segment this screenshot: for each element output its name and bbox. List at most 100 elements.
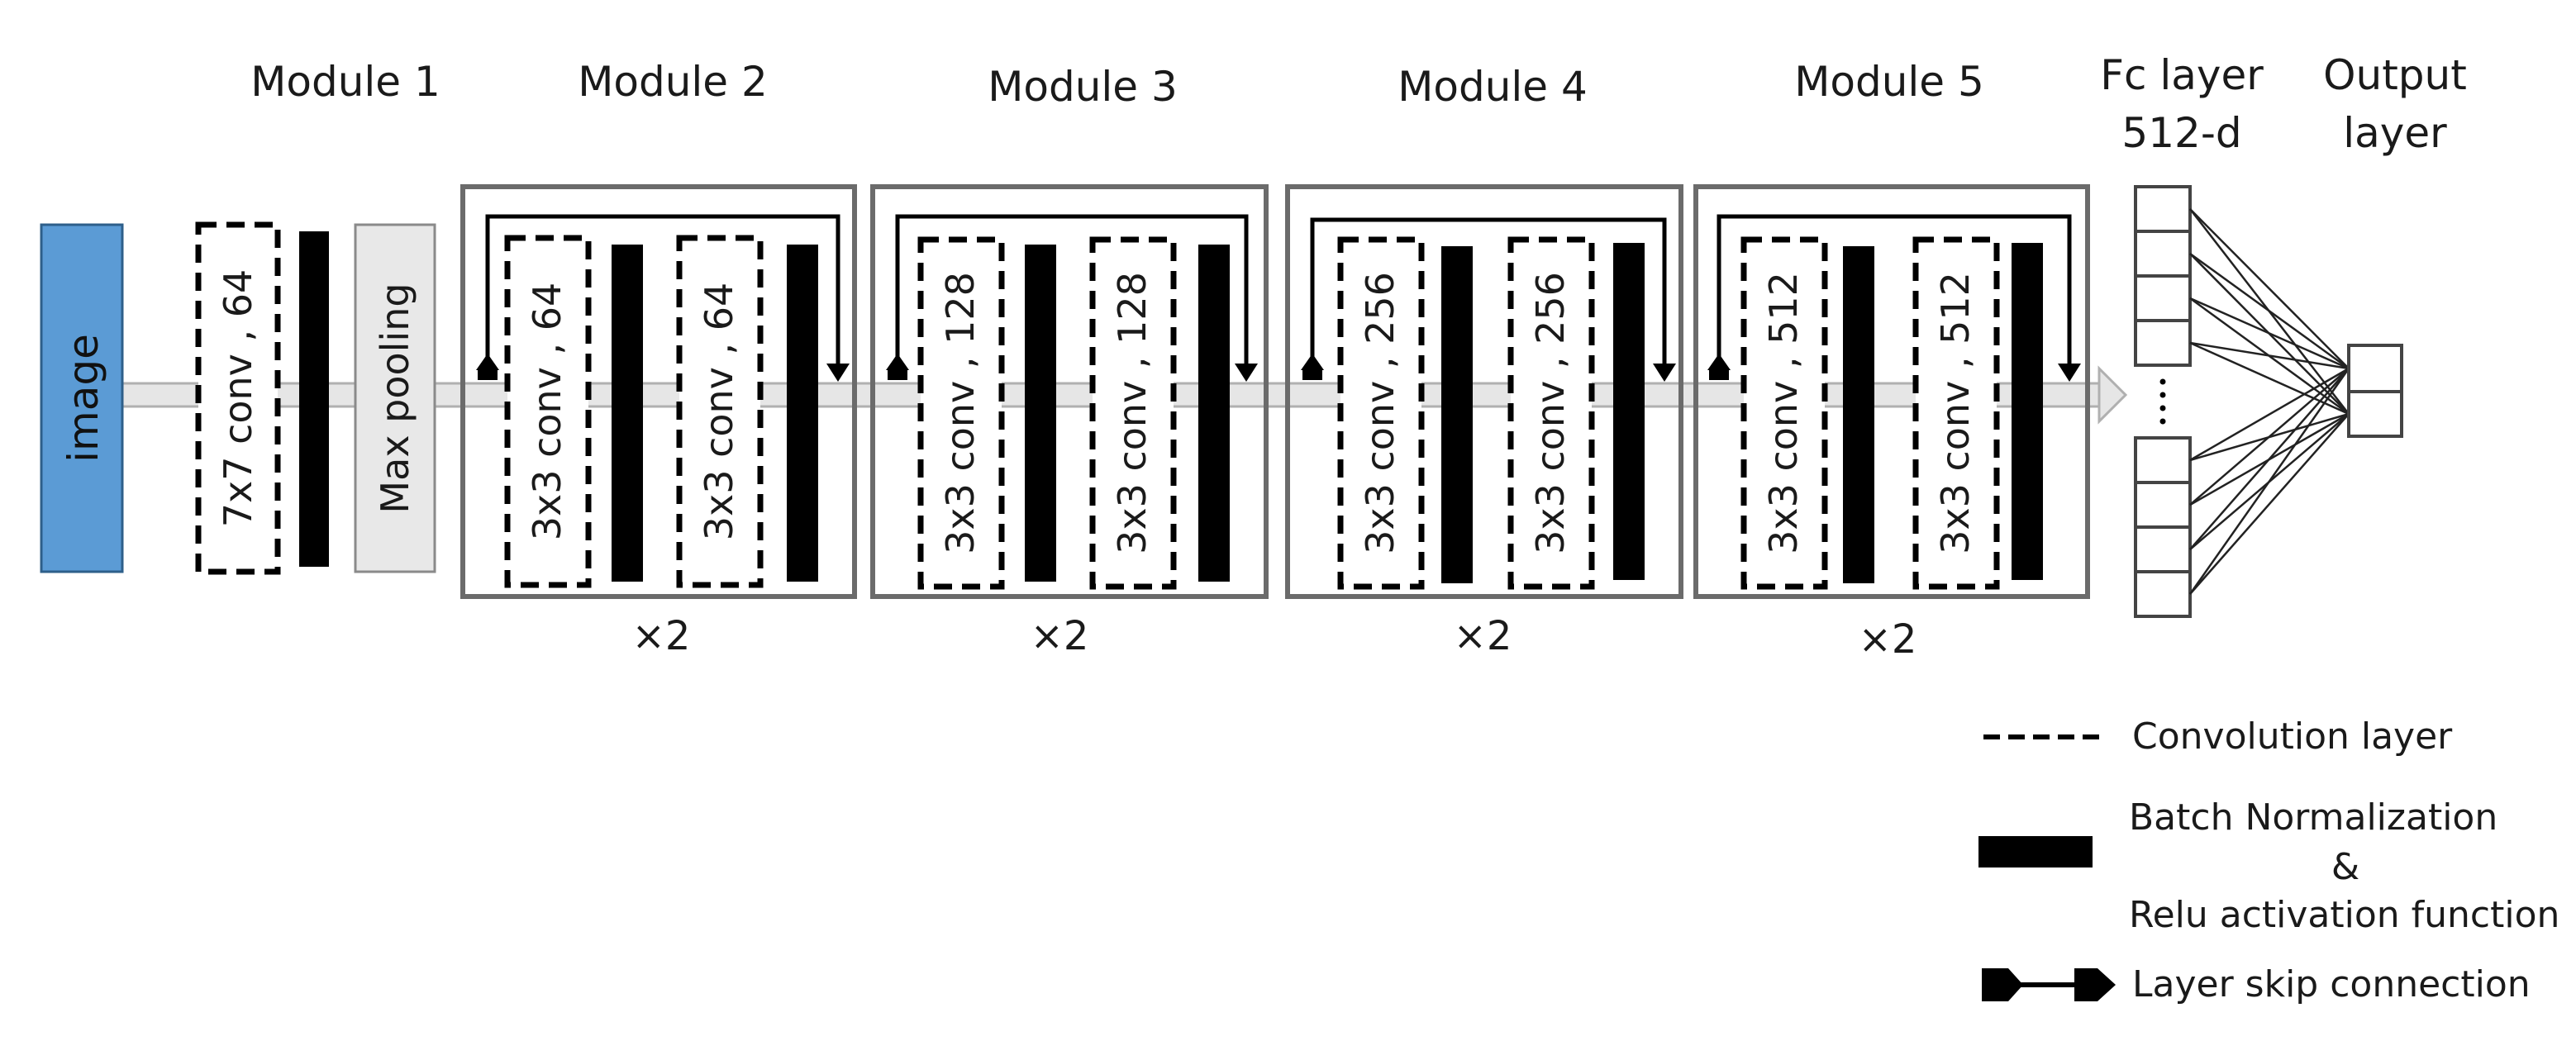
fc-neuron — [2134, 570, 2192, 618]
module-2-bn-a — [612, 245, 643, 582]
fc-ellipsis-dot — [2159, 405, 2166, 411]
module-5-bn-a — [1843, 246, 1874, 583]
legend-bn-line3: Relu activation function — [2129, 894, 2559, 936]
module-5-border — [1693, 184, 2090, 599]
module-4: 3x3 conv , 256 3x3 conv , 256 — [1285, 184, 1683, 599]
module-2-conv-b — [676, 235, 764, 588]
module-5-repeat: ×2 — [1859, 616, 1917, 663]
module-3: 3x3 conv , 128 3x3 conv , 128 — [870, 184, 1269, 599]
module-2-border — [460, 184, 857, 599]
legend-bn-swatch — [1978, 836, 2093, 868]
skip-up-arrow-icon — [476, 354, 499, 370]
module-4-skip-line — [1310, 217, 1667, 370]
module-2-title: Module 2 — [578, 58, 768, 106]
fc-edge — [2188, 368, 2350, 595]
module-2-conv-b-label: 3x3 conv , 64 — [697, 283, 741, 541]
module-4-conv-b-label: 3x3 conv , 256 — [1528, 272, 1573, 554]
module-3-repeat: ×2 — [1031, 613, 1089, 659]
fc-edge — [2189, 297, 2350, 370]
legend-skip-arrow-left-icon — [1982, 968, 2023, 1001]
max-pooling-block — [354, 223, 436, 573]
module-5-conv-a-label: 3x3 conv , 512 — [1761, 272, 1806, 554]
module-3-conv-b — [1089, 236, 1177, 590]
skip-down-arrow-icon — [1653, 364, 1676, 382]
module-3-conv-a — [917, 236, 1005, 590]
fc-neuron — [2134, 319, 2192, 367]
module-4-conv-b — [1507, 236, 1595, 590]
module-2-repeat: ×2 — [632, 613, 691, 659]
module-3-bn-b — [1198, 245, 1230, 582]
module-4-conv-a — [1337, 236, 1425, 590]
module-5-bn-b — [2012, 243, 2043, 580]
legend-bn-line1: Batch Normalization — [2129, 796, 2497, 839]
output-neuron-1 — [2347, 344, 2403, 393]
module-5: 3x3 conv , 512 3x3 conv , 512 — [1693, 184, 2090, 599]
legend-skip-label: Layer skip connection — [2132, 963, 2531, 1005]
skip-up-arrow-icon — [886, 354, 909, 370]
module-3-title: Module 3 — [988, 63, 1178, 111]
fc-neuron — [2134, 230, 2192, 278]
module-5-conv-b-label: 3x3 conv , 512 — [1933, 272, 1978, 554]
fc-neurons-top — [2134, 185, 2192, 367]
fc-edge — [2189, 341, 2350, 370]
output-layer-title: Output — [2323, 51, 2467, 99]
fc-neuron — [2134, 481, 2192, 529]
skip-down-arrow-icon — [826, 364, 850, 382]
skip-down-arrow-icon — [1235, 364, 1258, 382]
fc-layer-dim: 512-d — [2121, 109, 2241, 157]
output-layer — [2347, 344, 2403, 438]
module-4-repeat: ×2 — [1454, 613, 1512, 659]
module-2-bn-b — [787, 245, 818, 582]
fc-edge — [2189, 368, 2350, 550]
max-pooling-label: Max pooling — [373, 283, 417, 513]
stem-bn-relu-block — [299, 231, 329, 567]
legend: Convolution layer Batch Normalization & … — [1978, 715, 2559, 1005]
fc-edge — [2189, 367, 2350, 462]
module-2: 3x3 conv , 64 3x3 conv , 64 — [460, 184, 857, 599]
module-5-conv-b — [1912, 236, 2000, 590]
module-4-bn-a — [1441, 246, 1473, 583]
module-1: 7x7 conv , 64 Max pooling — [195, 221, 436, 575]
legend-bn-line2: & — [2331, 846, 2359, 888]
module-3-conv-b-label: 3x3 conv , 128 — [1110, 272, 1155, 554]
fc-ellipsis-dot — [2159, 418, 2166, 425]
legend-skip-arrow-right-icon — [2074, 968, 2116, 1001]
skip-up-arrow-base — [478, 370, 498, 380]
module-1-title: Module 1 — [250, 58, 440, 106]
fc-neuron — [2134, 274, 2192, 322]
stem-conv-layer — [195, 221, 281, 575]
fc-neurons-bottom — [2134, 436, 2192, 618]
fc-layer — [2134, 185, 2350, 618]
module-5-conv-a — [1740, 236, 1828, 590]
skip-up-arrow-base — [888, 370, 907, 380]
module-4-title: Module 4 — [1398, 63, 1588, 111]
fc-layer-title: Fc layer — [2100, 51, 2264, 99]
module-4-border — [1285, 184, 1683, 599]
module-5-title: Module 5 — [1794, 58, 1984, 106]
skip-up-arrow-base — [1709, 370, 1729, 380]
skip-up-arrow-icon — [1301, 354, 1324, 370]
fc-edge — [2189, 413, 2350, 595]
fc-to-output-connections — [2188, 208, 2350, 595]
module-3-bn-a — [1025, 245, 1056, 582]
module-3-skip-line — [895, 214, 1249, 370]
fc-edge — [2189, 368, 2350, 506]
fc-ellipsis-dot — [2159, 392, 2166, 398]
input-image-block — [40, 223, 124, 573]
module-4-bn-b — [1613, 243, 1645, 580]
fc-edge — [2189, 341, 2350, 416]
skip-down-arrow-icon — [2058, 364, 2081, 382]
skip-up-arrow-icon — [1707, 354, 1731, 370]
fc-ellipsis-icon — [2159, 378, 2166, 425]
fc-neuron — [2134, 185, 2192, 233]
flow-arrow-head-icon — [2097, 365, 2128, 425]
module-4-conv-a-label: 3x3 conv , 256 — [1358, 272, 1402, 554]
module-2-conv-a — [504, 235, 592, 588]
output-neuron-2 — [2347, 390, 2403, 438]
input-image-label: image — [60, 334, 107, 463]
fc-ellipsis-dot — [2159, 378, 2166, 385]
fc-neuron — [2134, 436, 2192, 484]
module-2-conv-a-label: 3x3 conv , 64 — [525, 283, 569, 541]
output-layer-title-2: layer — [2343, 109, 2447, 157]
